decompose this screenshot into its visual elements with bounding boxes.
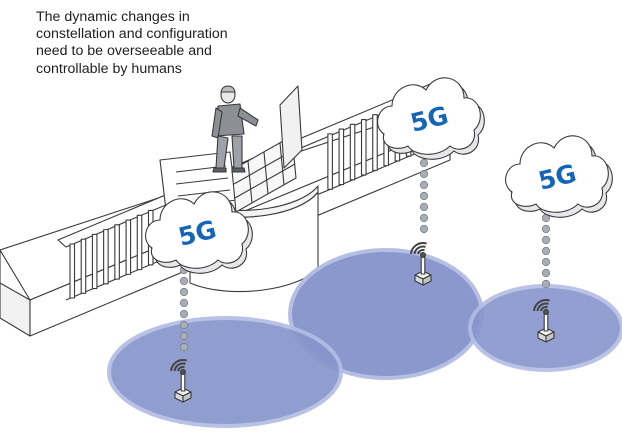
railing-bar <box>80 238 87 294</box>
connection-dot <box>419 224 429 234</box>
connection-dot <box>419 213 429 223</box>
connection-dot <box>179 276 189 286</box>
railing-bar <box>349 123 356 181</box>
caption-line: The dynamic changes in <box>36 9 190 25</box>
antenna-tower-icon <box>410 242 432 286</box>
cloud-icon: 5G <box>505 135 613 218</box>
antenna-towers <box>170 242 555 403</box>
connection-dot <box>179 331 189 341</box>
railing-bar <box>125 219 132 275</box>
connection-dot <box>179 298 189 308</box>
connection-dot <box>419 180 429 190</box>
railing-bar <box>338 128 345 186</box>
connection-dot <box>419 202 429 212</box>
connection-dot <box>179 320 189 330</box>
signal-waves-icon <box>533 299 550 312</box>
railing-bar <box>69 243 76 299</box>
signal-waves-icon <box>410 242 427 255</box>
antenna-tower-icon <box>533 299 555 343</box>
connection-dot <box>419 169 429 179</box>
connection-dot <box>179 287 189 297</box>
connection-dot <box>541 246 551 256</box>
caption-line: controllable by humans <box>36 60 182 77</box>
antenna-tower-icon <box>170 359 192 403</box>
railing-bar <box>327 133 333 190</box>
control-panel-icon <box>175 135 297 213</box>
railing-bar <box>360 118 367 176</box>
railing-bar <box>91 233 98 290</box>
railing-bar <box>136 214 143 271</box>
coverage-areas <box>107 248 622 428</box>
connection-dot <box>179 309 189 319</box>
railing-bar <box>372 114 378 171</box>
signal-waves-icon <box>170 359 187 372</box>
connection-dot <box>179 342 189 352</box>
connection-dot <box>541 257 551 267</box>
operator-figure <box>211 85 259 173</box>
connection-dot <box>419 191 429 201</box>
cloud-icon: 5G <box>377 77 485 160</box>
caption-line: constellation and configuration <box>36 26 228 43</box>
caption-line: need to be overseeable and <box>36 43 212 60</box>
connection-dot <box>541 235 551 245</box>
connection-dot <box>541 224 551 234</box>
railing-bar <box>114 224 120 280</box>
coverage-area <box>107 316 343 428</box>
railing-bar <box>103 229 109 285</box>
connection-dot <box>541 279 551 289</box>
connection-dot <box>541 268 551 278</box>
connection-dot <box>419 158 429 168</box>
cloud-icon: 5G <box>145 191 253 274</box>
caption-text: The dynamic changes in constellation and… <box>36 9 296 78</box>
